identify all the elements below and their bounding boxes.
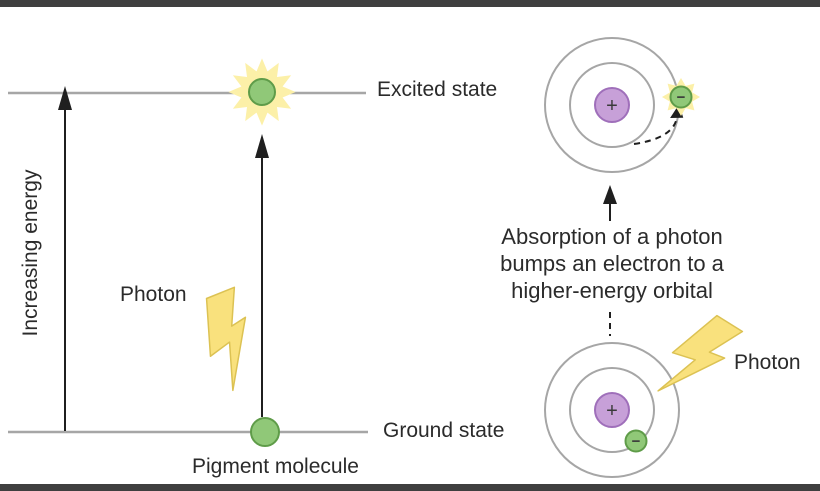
excitation-arrow [255, 134, 269, 417]
increasing-energy-arrow [58, 86, 72, 431]
ground-state-label: Ground state [383, 419, 505, 442]
excited-state-label: Excited state [377, 78, 498, 101]
top-border-bar [0, 0, 820, 7]
electron-jump-dashed-arrow [633, 116, 678, 145]
excited-electron-circle [669, 85, 693, 109]
electron-minus-label: − [677, 89, 686, 106]
ground-electron-circle [624, 429, 648, 453]
pigment-molecule-label: Pigment molecule [192, 455, 359, 478]
lightning-bolt-icon [205, 286, 247, 392]
nucleus-plus-label: + [606, 400, 618, 422]
ground-atom: + − [544, 342, 680, 478]
photon-bolt-left [205, 286, 247, 392]
increasing-energy-axis-label: Increasing energy [19, 169, 42, 337]
lightning-bolt-icon [657, 314, 744, 392]
nucleus-circle [594, 392, 630, 428]
excited-pigment-molecule [228, 58, 296, 126]
electron-minus-label: − [632, 433, 641, 450]
absorption-arrow [603, 185, 617, 224]
absorption-caption: Absorption of a photon bumps an electron… [492, 221, 732, 306]
photon-label-right: Photon [734, 351, 801, 374]
inner-orbital [569, 367, 655, 453]
photon-label-left: Photon [120, 283, 187, 306]
excited-molecule-circle [248, 78, 276, 106]
inner-orbital [569, 62, 655, 148]
photon-bolt-right [657, 314, 744, 392]
nucleus-plus-label: + [606, 95, 618, 117]
caption-line-1: Absorption of a photon [501, 224, 723, 249]
excited-atom: + − [544, 37, 700, 173]
nucleus-circle [594, 87, 630, 123]
caption-line-2: bumps an electron to a [500, 251, 724, 276]
pigment-molecule-circle [250, 417, 280, 447]
outer-orbital [544, 342, 680, 478]
caption-line-3: higher-energy orbital [511, 278, 713, 303]
bottom-border-bar [0, 484, 820, 491]
